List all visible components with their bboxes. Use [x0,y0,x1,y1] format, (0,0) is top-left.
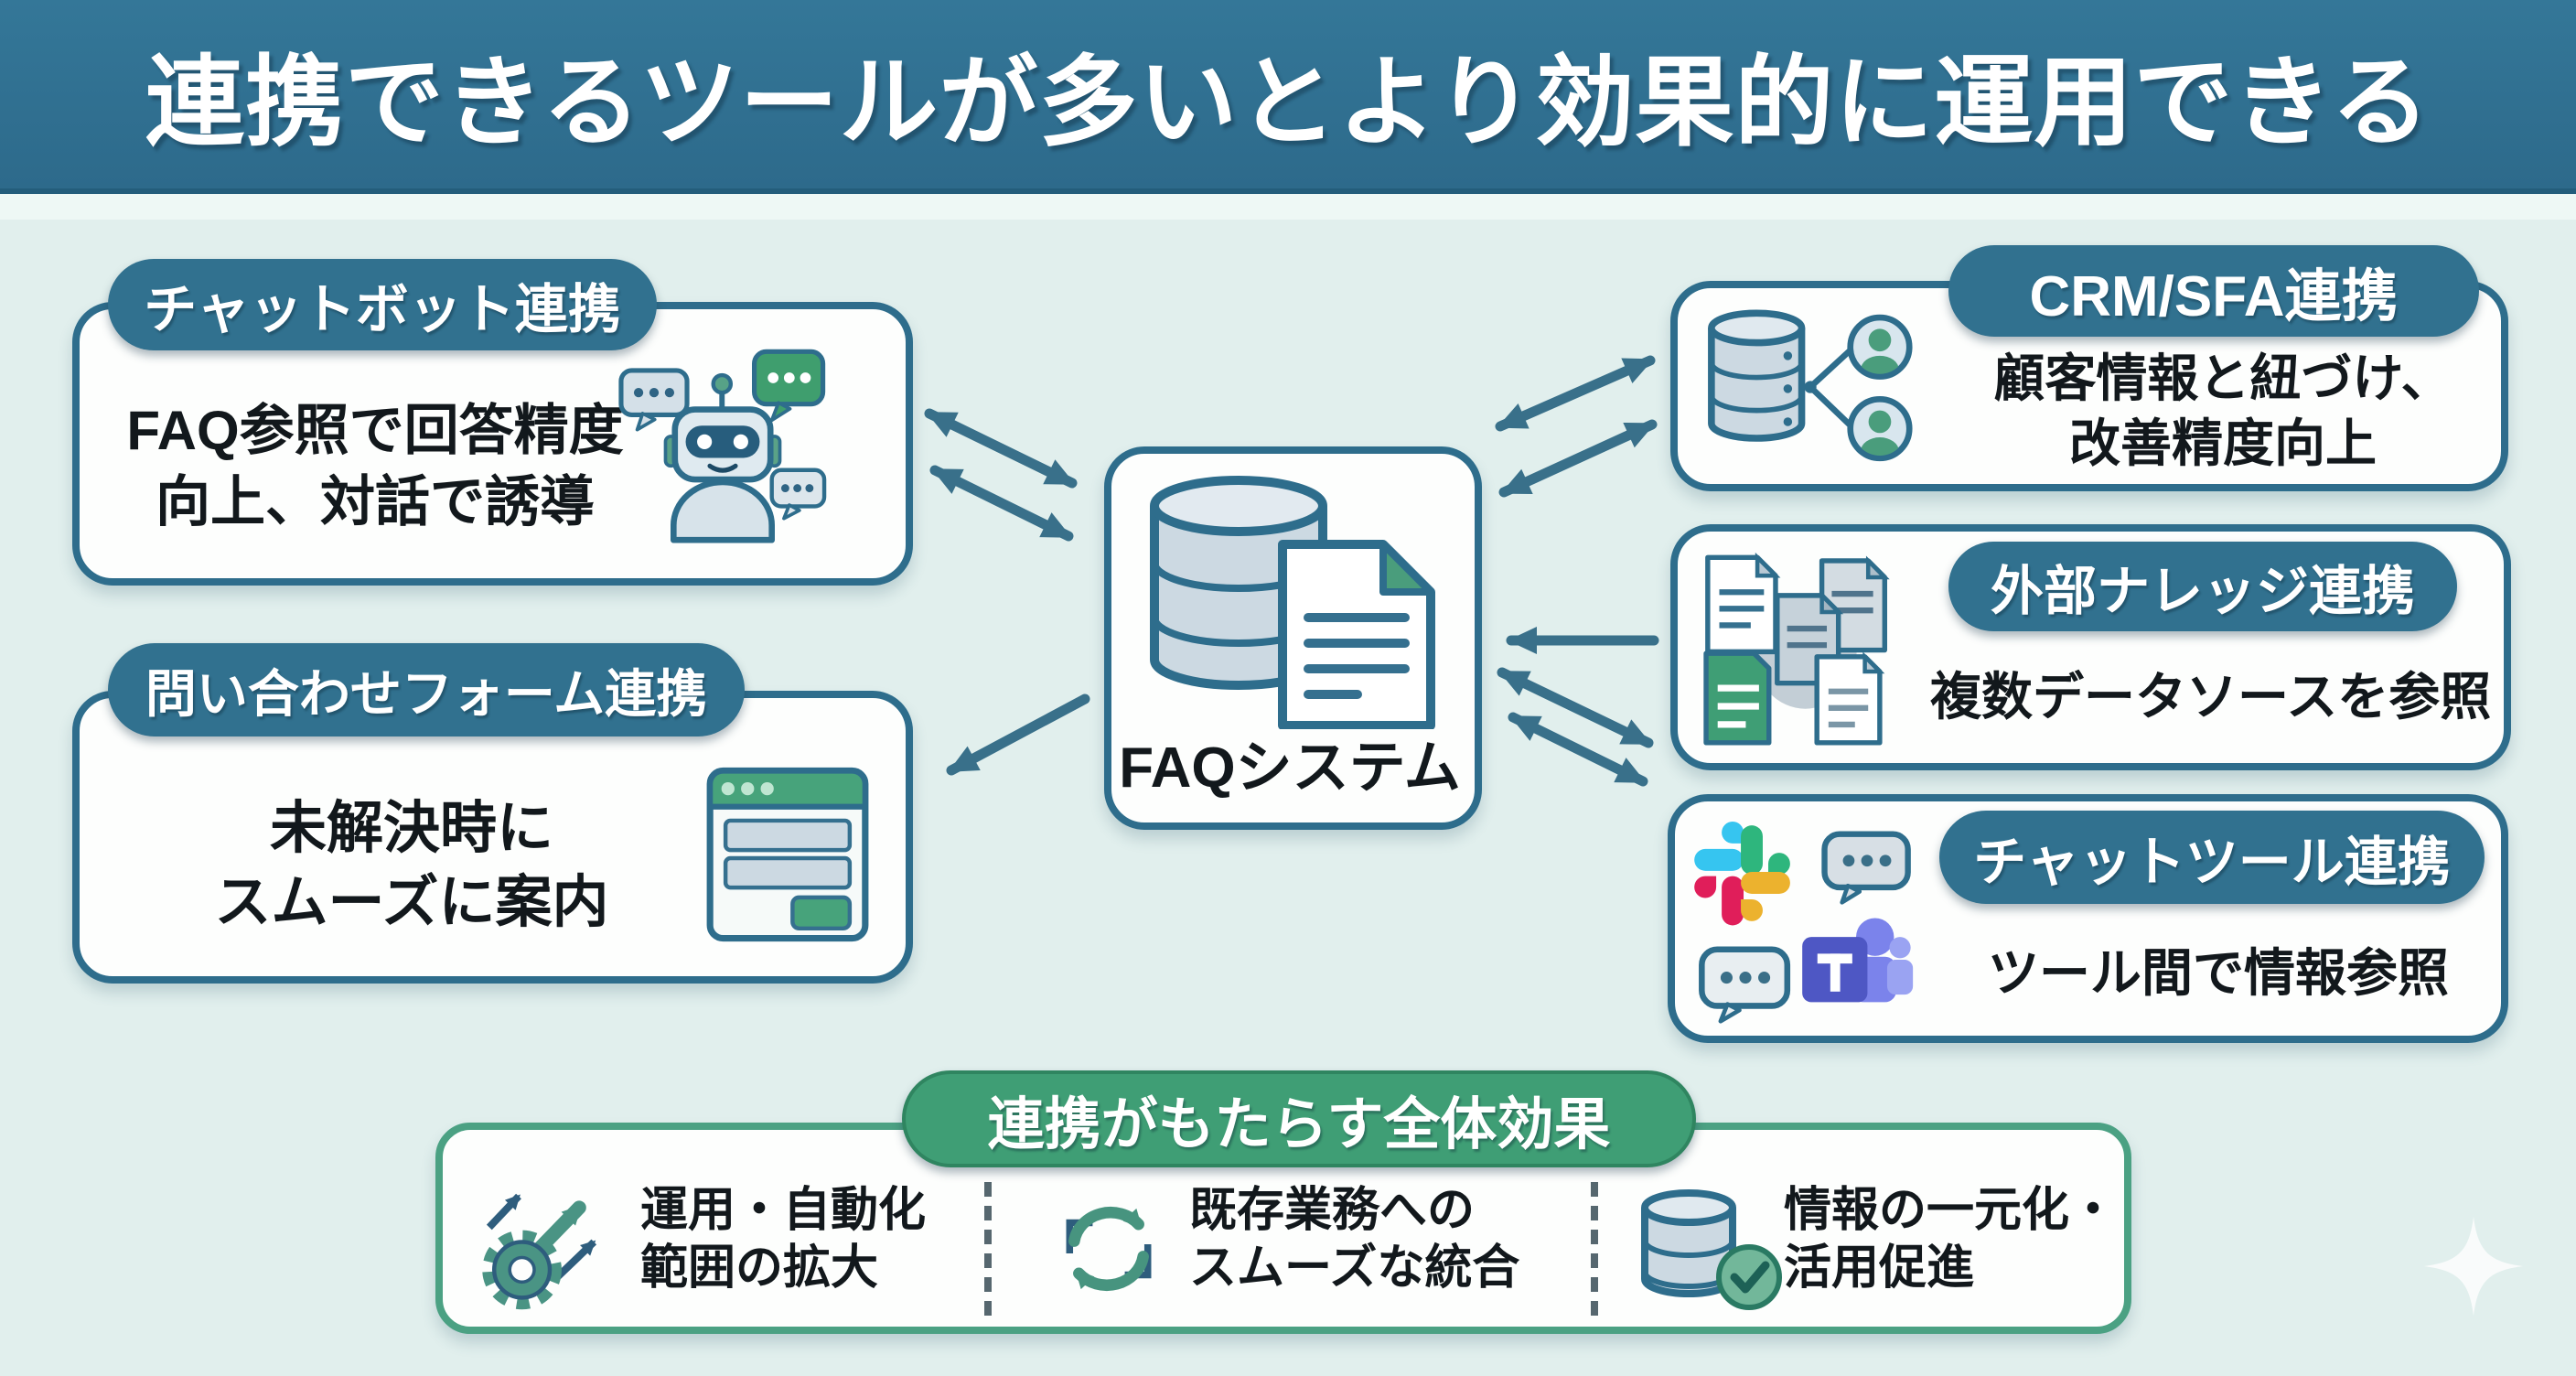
form-description-line1: 未解決時に [269,797,553,860]
chat-tool-pill-label: チャットツール連携 [1973,833,2451,892]
form-window-icon [706,767,869,942]
effect-item-integration: 既存業務への スムーズな統合 [1189,1182,1519,1298]
crm-sfa-description: 顧客情報と紐づけ、 改善精度向上 [1976,346,2470,476]
effect-item-line2: 活用促進 [1784,1242,1975,1295]
document-icon [1705,552,1781,655]
arrow-faq-chat-2 [1508,712,1648,787]
arrow-faq-form [946,693,1090,776]
arrow-chatbot-faq-2 [929,465,1074,542]
effect-item-line2: スムーズな統合 [1189,1242,1520,1295]
overall-effects-pill-label: 連携がもたらす全体効果 [987,1093,1611,1156]
effect-item-line1: 運用・自動化 [640,1184,927,1237]
chat-bubble-icon [1699,946,1791,1024]
database-users-icon [1708,309,1913,462]
form-description: 未解決時に スムーズに案内 [128,792,695,940]
arrow-faq-crm-1 [1495,355,1656,432]
chatbot-pill: チャットボット連携 [108,259,657,350]
chatbot-pill-label: チャットボット連携 [144,280,621,339]
knowledge-pill: 外部ナレッジ連携 [1948,542,2457,631]
arrow-faq-chat-1 [1497,667,1654,748]
page-title: 連携できるツールが多いとより効果的に運用できる [145,47,2431,157]
database-document-icon [1150,476,1435,729]
chat-bubble-small-icon [769,468,827,521]
faq-system-label: FAQシステム [1119,736,1461,800]
effects-divider [984,1182,992,1316]
gear-growth-icon [482,1193,597,1310]
effect-item-line2: 範囲の拡大 [640,1242,879,1295]
document-icon [1278,540,1435,729]
sparkle-icon [2423,1216,2524,1317]
chat-bubble-icon [1821,831,1911,905]
slack-icon [1694,822,1790,926]
crm-sfa-description-line2: 改善精度向上 [2069,414,2377,473]
crm-sfa-pill: CRM/SFA連携 [1948,245,2479,337]
form-description-line2: スムーズに案内 [214,870,609,934]
chatbot-description: FAQ参照で回答精度 向上、対話で誘導 [119,395,631,538]
chat-tool-description: ツール間で情報参照 [1988,944,2449,1002]
overall-effects-pill: 連携がもたらす全体効果 [902,1070,1696,1167]
chat-bubble-gray-icon [618,368,690,432]
arrow-chatbot-faq-1 [924,408,1078,489]
header-divider [0,194,2576,220]
form-pill: 問い合わせフォーム連携 [108,643,745,736]
effect-item-centralization: 情報の一元化・ 活用促進 [1784,1182,2117,1298]
database-check-icon [1641,1189,1782,1310]
teams-icon [1802,918,1914,1003]
title-banner: 連携できるツールが多いとより効果的に運用できる [0,0,2576,194]
document-icon [1703,650,1772,746]
crm-sfa-description-line1: 顧客情報と紐づけ、 [1993,349,2453,407]
form-pill-label: 問い合わせフォーム連携 [145,664,708,723]
document-icon [1814,651,1885,746]
effect-item-automation: 運用・自動化 範囲の拡大 [640,1182,926,1298]
knowledge-description: 複数データソースを参照 [1930,668,2492,726]
sync-arrows-icon [1066,1206,1152,1292]
chatbot-description-line2: 向上、対話で誘導 [156,471,595,532]
knowledge-pill-label: 外部ナレッジ連携 [1990,562,2415,621]
chat-tool-pill: チャットツール連携 [1939,811,2485,904]
chat-bubble-green-icon [751,349,826,423]
effect-item-line1: 情報の一元化・ [1784,1184,2118,1237]
crm-sfa-pill-label: CRM/SFA連携 [2029,265,2399,328]
effect-item-line1: 既存業務への [1189,1184,1476,1237]
chatbot-description-line1: FAQ参照で回答精度 [126,400,624,461]
arrow-faq-crm-2 [1498,419,1658,498]
documents-stack-icon [1703,552,1890,746]
effects-divider [1591,1182,1598,1316]
robot-icon [618,349,827,543]
